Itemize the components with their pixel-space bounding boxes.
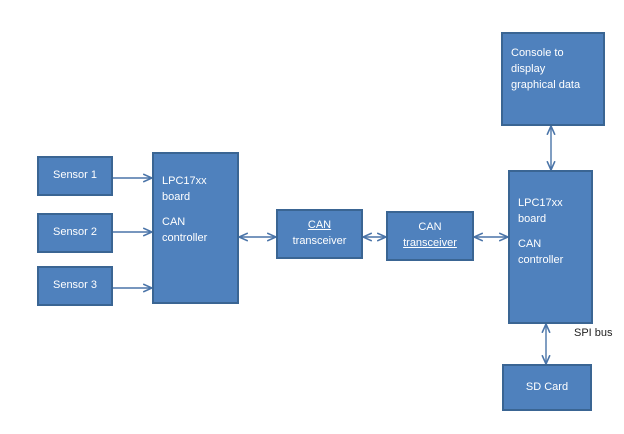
right-board-line2: board: [518, 212, 547, 225]
right-board-line1: LPC17xx: [518, 197, 563, 209]
right-board-line4: controller: [518, 253, 564, 266]
left-lpc17xx-board: LPC17xx board CAN controller: [152, 152, 239, 304]
right-board-line3: CAN: [518, 237, 542, 250]
sensor-1-box: Sensor 1: [37, 156, 113, 196]
console-line2: display: [511, 62, 546, 75]
left-board-line2: board: [162, 190, 191, 203]
can-transceiver-right: CAN transceiver: [386, 211, 474, 261]
sd-card-label: SD Card: [525, 380, 569, 393]
spi-bus-label: SPI bus: [574, 327, 613, 339]
console-box: Console to display graphical data: [501, 32, 605, 126]
left-board-line4: controller: [162, 231, 208, 244]
transceiver-right-line1: CAN: [418, 221, 442, 234]
can-transceiver-left: CAN transceiver: [276, 209, 363, 259]
console-line1: Console to: [511, 47, 564, 59]
sensor-3-label: Sensor 3: [52, 279, 98, 292]
left-board-line1: LPC17xx: [162, 175, 207, 187]
sd-card-box: SD Card: [502, 364, 592, 411]
transceiver-right-line2: transceiver: [403, 237, 457, 249]
sensor-2-box: Sensor 2: [37, 213, 113, 253]
transceiver-left-line1: CAN: [307, 219, 332, 232]
console-line3: graphical data: [511, 78, 581, 91]
sensor-2-label: Sensor 2: [52, 226, 98, 239]
transceiver-left-line2: transceiver: [292, 235, 347, 247]
sensor-3-box: Sensor 3: [37, 266, 113, 306]
left-board-line3: CAN: [162, 215, 186, 228]
sensor-1-label: Sensor 1: [52, 169, 98, 182]
right-lpc17xx-board: LPC17xx board CAN controller: [508, 170, 593, 324]
